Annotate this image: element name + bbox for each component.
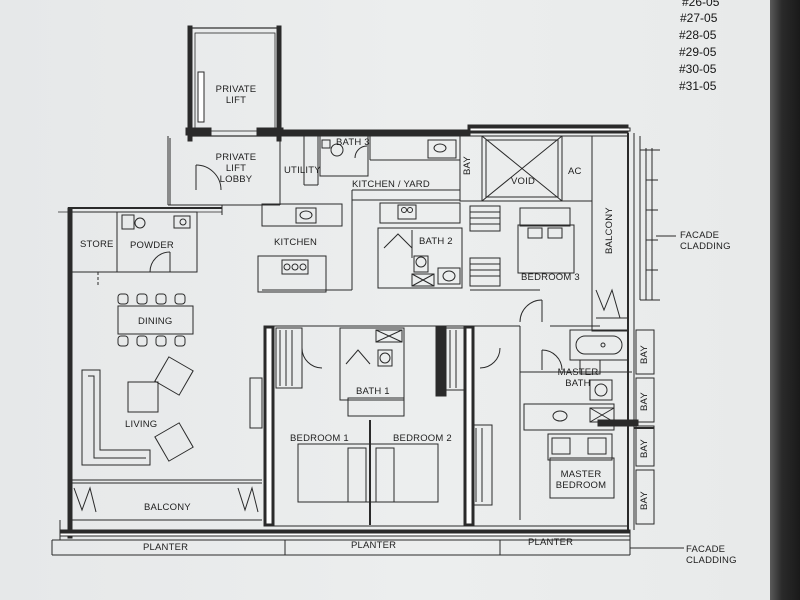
bath2 [377, 227, 463, 289]
unit-number: #27-05 [680, 11, 718, 25]
room-label-powder: POWDER [130, 240, 174, 251]
private-lift-shaft [185, 25, 284, 142]
label-line: FACADE [686, 544, 726, 555]
room-label-planter: PLANTER [143, 542, 189, 553]
page-edge-shadow [770, 0, 800, 600]
bath3-utility-yard [303, 135, 483, 224]
room-label-bath2: BATH 2 [419, 236, 453, 247]
room-label-private-lift-lobby: PRIVATE LIFT LOBBY [216, 152, 257, 185]
balcony-bottom [51, 479, 631, 556]
store-powder [71, 211, 198, 285]
room-label-kitchen-yard: KITCHEN / YARD [352, 179, 430, 190]
interior-walls [221, 205, 628, 527]
room-label-balcony-bottom: BALCONY [144, 502, 191, 513]
annotation-facade-cladding: FACADE CLADDING [686, 544, 737, 566]
label-line: BEDROOM [555, 480, 607, 491]
label-line: BATH [565, 378, 591, 389]
wall-top [279, 129, 471, 137]
unit-number: #30-05 [679, 62, 717, 76]
room-label-store: STORE [80, 239, 114, 250]
room-label-master-bath: MASTER BATH [558, 367, 599, 389]
wall-right [627, 133, 660, 530]
room-label-bay: BAY [639, 491, 650, 510]
room-label-ac: AC [568, 166, 582, 177]
label-line: FACADE [680, 230, 720, 241]
room-label-bath1: BATH 1 [356, 386, 390, 397]
label-line: PRIVATE [215, 84, 257, 95]
room-label-void: VOID [511, 176, 536, 187]
room-label-living: LIVING [125, 419, 158, 430]
kitchen [257, 190, 353, 293]
room-label-utility: UTILITY [284, 165, 321, 176]
room-label-bedroom1: BEDROOM 1 [290, 433, 349, 444]
label-line: MASTER [560, 469, 602, 480]
label-line: LOBBY [219, 174, 253, 185]
label-line: MASTER [557, 367, 599, 378]
room-label-kitchen: KITCHEN [274, 237, 318, 248]
annotation-facade-cladding: FACADE CLADDING [680, 230, 731, 252]
room-label-planter: PLANTER [351, 540, 397, 551]
label-line: LIFT [225, 163, 247, 174]
room-label-bay: BAY [639, 439, 650, 458]
unit-number: #28-05 [679, 28, 717, 42]
room-label-bay: BAY [639, 392, 650, 411]
living-sofa [81, 356, 263, 466]
room-label-master-bedroom: MASTER BEDROOM [556, 469, 607, 491]
room-label-bedroom3: BEDROOM 3 [521, 272, 580, 283]
lift-lobby [167, 136, 281, 206]
room-label-bedroom2: BEDROOM 2 [393, 433, 452, 444]
room-label-private-lift: PRIVATE LIFT [216, 84, 257, 106]
label-line: CLADDING [686, 555, 737, 566]
room-label-bath3: BATH 3 [336, 137, 370, 148]
room-label-dining: DINING [138, 316, 173, 327]
room-label-planter: PLANTER [528, 537, 574, 548]
master-suite [519, 329, 639, 520]
room-label-bay: BAY [462, 156, 473, 175]
unit-number: #26-05 [682, 0, 720, 9]
bedroom3 [469, 205, 628, 323]
bedrooms-1-2 [263, 325, 501, 527]
facade-leaders [630, 235, 684, 549]
room-label-bay: BAY [639, 345, 650, 364]
unit-number: #31-05 [679, 79, 717, 93]
label-line: LIFT [225, 95, 247, 106]
label-line: PRIVATE [215, 152, 257, 163]
dining-table [117, 293, 194, 347]
room-label-balcony-right: BALCONY [604, 207, 615, 254]
unit-number: #29-05 [679, 45, 717, 59]
label-line: CLADDING [680, 241, 731, 252]
